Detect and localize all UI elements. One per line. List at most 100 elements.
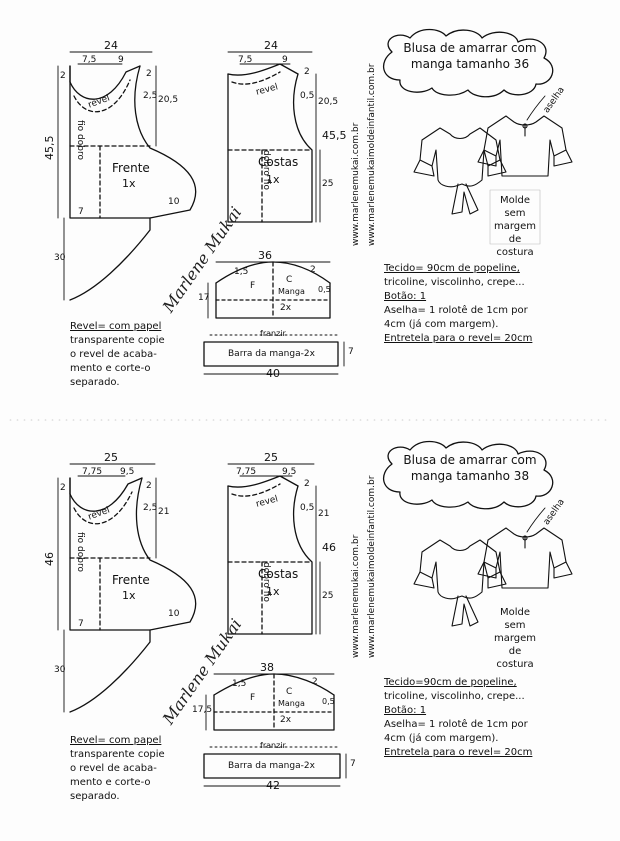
front-left-top: 2 [60, 71, 66, 81]
band-width: 40 [266, 367, 280, 380]
back-neck-seg-b: 9 [282, 55, 288, 65]
front-waist-38: 7 [78, 619, 84, 629]
back-width: 24 [264, 39, 278, 52]
front-left-top-38: 2 [60, 483, 66, 493]
blouse-illustration-back-38 [477, 507, 573, 589]
sleeve-label: Manga [278, 287, 305, 296]
front-armhole: 2,5 [143, 91, 158, 101]
back-neck-seg-b-38: 9,5 [282, 467, 297, 477]
front-count: 1x [122, 177, 136, 190]
sleeve-cap-right-38: 2 [312, 677, 318, 687]
front-label: Frente [112, 161, 150, 175]
front-width-38: 25 [104, 451, 118, 464]
front-piece-38 [57, 463, 197, 713]
title-line-1-38: Blusa de amarrar com [403, 453, 537, 467]
sleeve-left-height: 17 [198, 293, 210, 303]
band-label-38: Barra da manga-2x [228, 761, 315, 771]
front-neck-seg-a-38: 7,75 [82, 467, 103, 477]
sleeve-left-height-38: 17,5 [192, 705, 213, 715]
band-height-38: 7 [350, 759, 356, 769]
sleeve-cap-left: 1,5 [234, 267, 249, 277]
revel-note-38: Revel= com papel transparente copie o re… [70, 735, 165, 802]
sleeve-count-38: 2x [280, 715, 292, 725]
front-hem-38: 10 [168, 609, 180, 619]
back-armhole-38: 0,5 [300, 503, 315, 513]
blouse-illustration-back [477, 95, 573, 177]
back-label: Costas [258, 155, 299, 169]
front-tail-38: 30 [54, 665, 66, 675]
website-infantil: www.marlenemukaimoldeinfantil.com.br [367, 63, 377, 246]
blouse-illustration-front [413, 127, 507, 215]
band-gather-label: franzir [260, 329, 286, 338]
back-side-top: 20,5 [318, 97, 339, 107]
back-width-38: 25 [264, 451, 278, 464]
back-count: 1x [266, 173, 280, 186]
block-size-38 [57, 440, 573, 787]
title: Blusa de amarrar com manga tamanho 36 [398, 40, 542, 72]
molde-note: Molde sem margem de costura [493, 195, 537, 258]
sleeve-piece [207, 261, 331, 319]
block-size-36 [57, 28, 573, 375]
back-count-38: 1x [266, 585, 280, 598]
front-top-right: 2 [146, 69, 152, 79]
front-neck-seg-b: 9 [118, 55, 124, 65]
sleeve-center-mark: C [286, 275, 293, 285]
blouse-illustration-front-38 [413, 539, 507, 627]
back-piece [227, 51, 321, 223]
sleeve-front-mark-38: F [250, 693, 256, 703]
sleeve-width-38: 38 [260, 661, 274, 674]
materials: Tecido= 90cm de popeline, tricoline, vis… [384, 263, 533, 344]
website-38: www.marlenemukai.com.br [351, 534, 361, 658]
website-infantil-38: www.marlenemukaimoldeinfantil.com.br [367, 475, 377, 658]
front-neck-seg-a: 7,5 [82, 55, 97, 65]
sleeve-label-38: Manga [278, 699, 305, 708]
band-piece [203, 334, 345, 375]
back-total-length: 45,5 [322, 129, 347, 142]
front-hem: 10 [168, 197, 180, 207]
sleeve-cap-right: 2 [310, 265, 316, 275]
sleeve-width: 36 [258, 249, 272, 262]
sleeve-cap-left-38: 1,5 [232, 679, 247, 689]
front-total-length-38: 46 [43, 552, 56, 566]
front-waist: 7 [78, 207, 84, 217]
back-top-right-38: 2 [304, 479, 310, 489]
sleeve-count: 2x [280, 303, 292, 313]
band-gather-label-38: franzir [260, 741, 286, 750]
back-total-length-38: 46 [322, 541, 336, 554]
back-lower: 25 [322, 179, 334, 189]
front-fold-label-38: fio dobro [75, 532, 85, 572]
front-piece [57, 51, 197, 301]
front-armhole-38: 2,5 [143, 503, 158, 513]
sleeve-right-height: 0,5 [318, 285, 331, 294]
title-line-1: Blusa de amarrar com [403, 41, 537, 55]
band-height: 7 [348, 347, 354, 357]
back-label-38: Costas [258, 567, 299, 581]
title-cloud [382, 28, 554, 98]
back-lower-38: 25 [322, 591, 334, 601]
title-38: Blusa de amarrar com manga tamanho 38 [398, 452, 542, 484]
revel-note: Revel= com papel transparente copie o re… [70, 321, 165, 388]
back-piece-38 [227, 463, 321, 635]
front-side-top: 20,5 [158, 95, 179, 105]
front-fold-label: fio dobro [75, 120, 85, 160]
band-width-38: 42 [266, 779, 280, 792]
back-armhole: 0,5 [300, 91, 315, 101]
sleeve-center-mark-38: C [286, 687, 293, 697]
back-top-right: 2 [304, 67, 310, 77]
materials-38: Tecido=90cm de popeline, tricoline, visc… [384, 677, 533, 758]
sleeve-piece-38 [205, 673, 335, 731]
band-label: Barra da manga-2x [228, 349, 315, 359]
band-piece-38 [203, 746, 347, 787]
front-label-38: Frente [112, 573, 150, 587]
website: www.marlenemukai.com.br [351, 122, 361, 246]
sleeve-front-mark: F [250, 281, 256, 291]
back-side-top-38: 21 [318, 509, 330, 519]
title-line-2-38: manga tamanho 38 [410, 469, 530, 483]
sleeve-right-height-38: 0,5 [322, 697, 335, 706]
title-line-2: manga tamanho 36 [410, 57, 530, 71]
front-side-top-38: 21 [158, 507, 170, 517]
front-tail: 30 [54, 253, 66, 263]
front-width: 24 [104, 39, 118, 52]
